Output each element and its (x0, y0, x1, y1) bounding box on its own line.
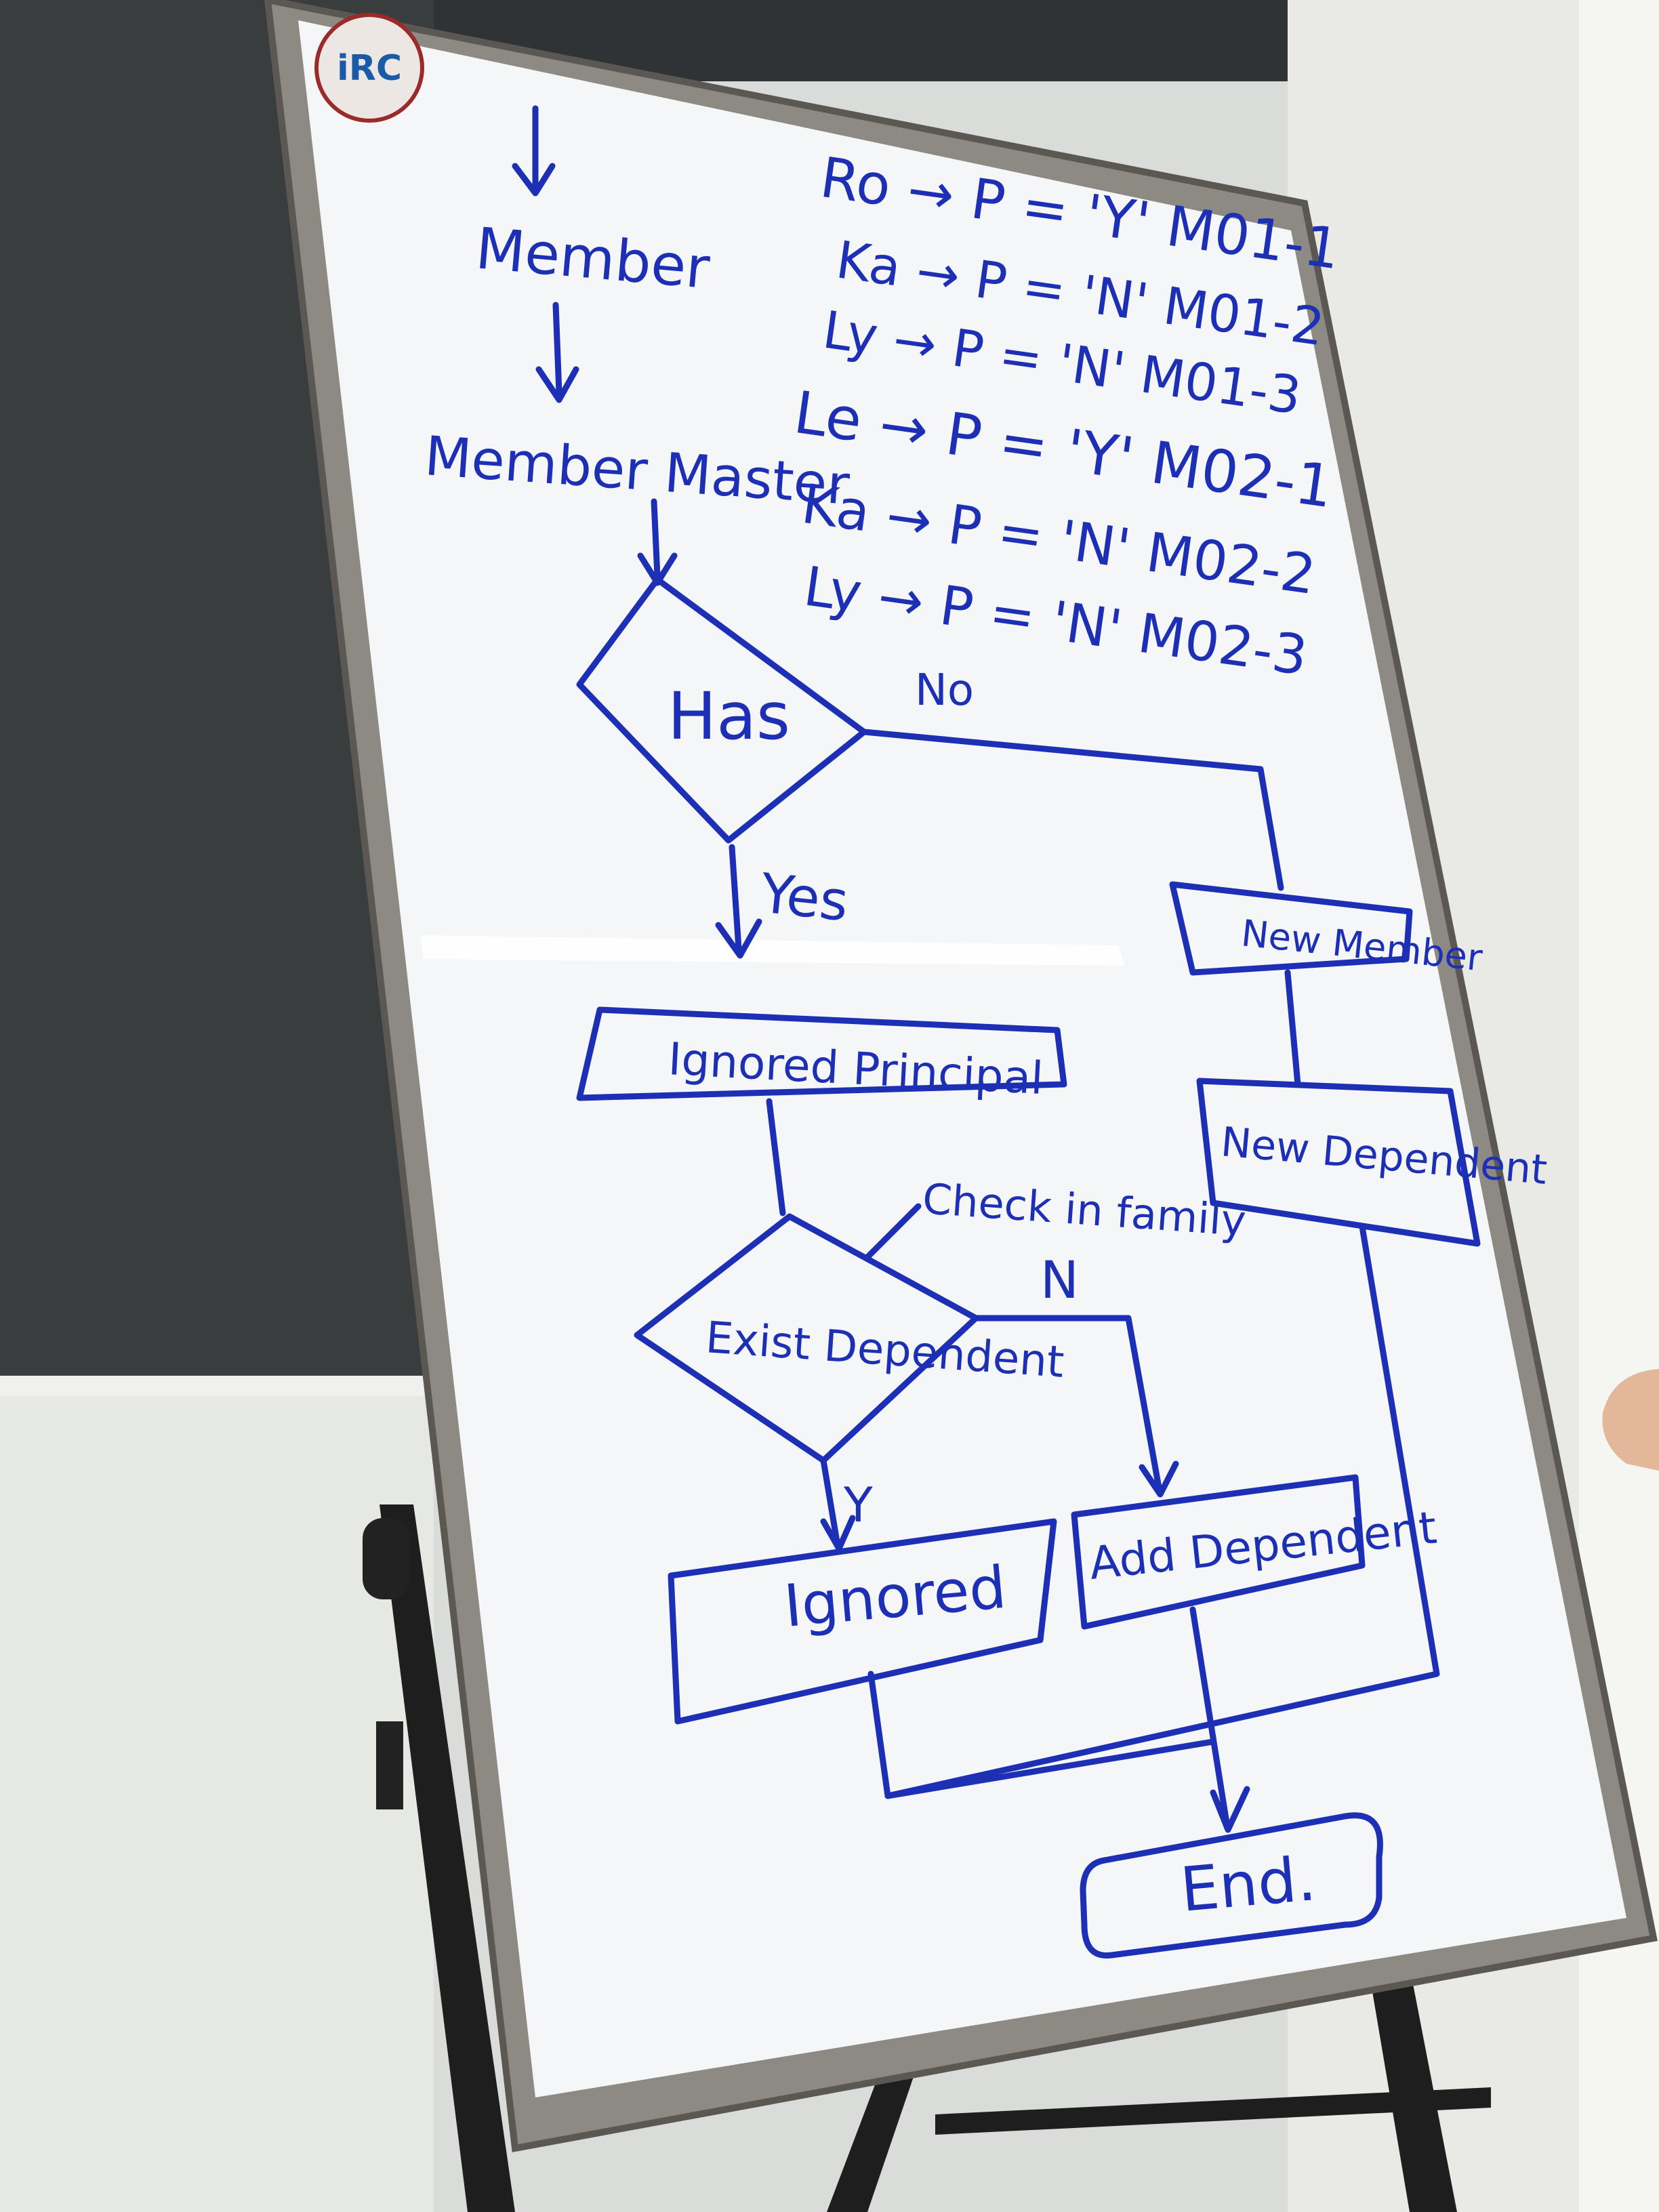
has-diamond (576, 576, 867, 844)
flowchart-lines (512, 105, 1481, 1959)
end-terminator (1080, 1812, 1383, 1959)
top-notes: Ro → P = 'Y' M01-1 Ka → P = 'N' M01-2 Ly… (790, 146, 1344, 688)
y-label: Y (843, 1477, 873, 1533)
person-hand (1602, 1369, 1659, 1471)
glare (420, 935, 1125, 966)
new-dependent-box (1196, 1078, 1481, 1247)
ignored-box (668, 1518, 1057, 1725)
has-label: Has (668, 678, 790, 754)
n-label: N (1040, 1250, 1079, 1310)
end-label: End. (1178, 1843, 1319, 1926)
no-label: No (915, 665, 974, 716)
add-dependent-box (1071, 1474, 1366, 1630)
new-member-box (1169, 881, 1413, 976)
ignored-principal-box (576, 1006, 1067, 1101)
logo-sticker: iRC (314, 13, 424, 123)
lower-wall (0, 1396, 434, 2212)
yes-label: Yes (757, 861, 851, 933)
logo-text: iRC (337, 48, 402, 89)
easel (363, 1504, 1491, 2212)
